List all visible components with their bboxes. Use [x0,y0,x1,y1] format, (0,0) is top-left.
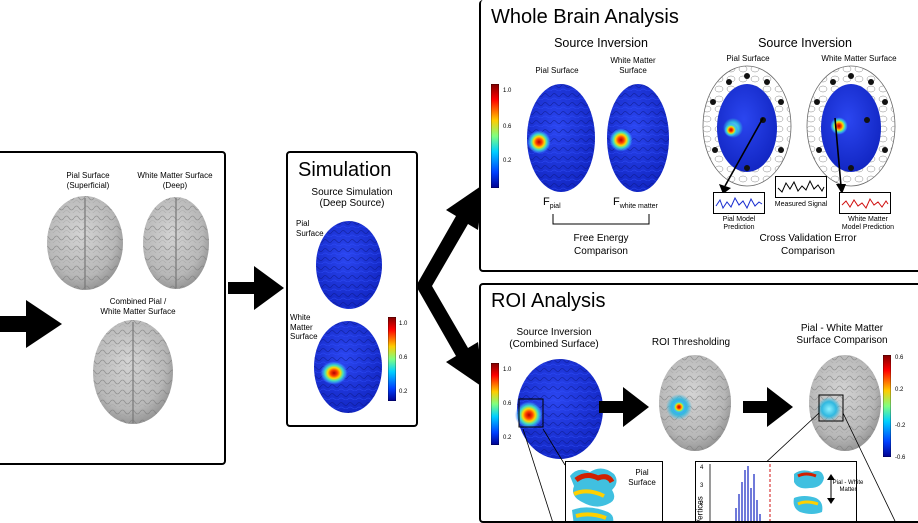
whole-pial-label: Pial Surface [535,66,579,75]
f-pial-sub: pial [549,203,561,210]
free-energy-bracket [552,214,650,225]
whole-colorbar [491,84,499,188]
roi-left-cb-2: 0.6 [503,401,512,407]
roi-comparison-brain [809,355,881,451]
whole-white-label: White Matter Surface [610,56,656,75]
roi-right-cb-1: 0.6 [895,355,904,361]
white-matter-brain [143,197,209,289]
roi-right-cb-4: -0.6 [895,455,906,461]
roi-threshold-brain [659,355,731,451]
roi-inv-heading: Source Inversion (Combined Surface) [509,327,599,350]
cv-error-label: Cross Validation Error Comparison [759,233,857,257]
white-prediction-signal [839,192,891,214]
pial-surface-brain [47,196,123,290]
pial-prediction-signal [713,192,765,214]
whole-white-brain [607,84,669,192]
white-prediction-label: White Matter Model Prediction [841,216,895,231]
prediction-arrows [719,117,846,194]
histogram-box: 4 3 2 Vertices Pial - White Matter [695,461,863,523]
hist-surface [793,470,824,514]
roi-combined-brain [515,359,603,459]
sensor-pial-head [702,65,792,187]
roi-title: ROI Analysis [491,290,606,312]
sim-cb-2: 0.6 [399,355,408,361]
f-white: Fwhite matter [613,196,658,210]
free-energy-label: Free Energy Comparison [573,233,629,257]
sensor-white-label: White Matter Surface [821,54,897,63]
f-pial-symbol: F [543,196,550,208]
hist-bars [709,464,771,521]
arrow-to-comparison [743,387,793,427]
roi-thresh-heading: ROI Thresholding [651,337,731,348]
sim-pial-brain [316,221,382,309]
hist-double-arrow [827,474,835,504]
whole-brain-title: Whole Brain Analysis [491,6,679,28]
measured-signal [775,176,827,198]
zoom-lines-left [522,428,566,521]
f-white-symbol: F [613,196,620,208]
roi-left-colorbar [491,363,499,445]
sim-white-brain [314,321,382,413]
zoom-pial-surface [570,468,617,521]
whole-cb-1: 1.0 [503,88,512,94]
sim-pial-label: Pial Surface [296,219,324,238]
whole-cb-2: 0.6 [503,124,512,130]
roi-right-colorbar [883,355,891,457]
roi-left-cb-1: 1.0 [503,367,512,373]
f-white-sub: white matter [619,203,658,210]
measured-signal-label: Measured Signal [774,201,828,208]
fork-arrows [416,184,484,388]
sim-colorbar [388,317,396,401]
zoom-pial-label: Pial Surface [628,468,656,487]
surfaces-panel: Pial Surface (Superficial) White Matter … [0,151,226,465]
pial-superficial-label: Pial Surface (Superficial) [66,171,110,190]
zoom-box: Pial Surface [565,461,663,521]
simulation-subtitle: Source Simulation (Deep Source) [311,187,393,209]
hist-tick-2: 2 [700,501,704,507]
sim-white-label: White Matter Surface [290,313,318,341]
sim-cb-1: 1.0 [399,321,408,327]
hist-tick-3: 3 [700,483,704,489]
sensor-white-head [806,65,896,187]
whole-brain-panel: Whole Brain Analysis Source Inversion So… [479,0,918,272]
arrow-to-threshold [599,387,649,427]
combined-surface-label: Combined Pial / White Matter Surface [100,297,176,316]
whole-left-heading: Source Inversion [554,36,648,50]
simulation-title: Simulation [298,159,392,181]
roi-comp-heading: Pial - White Matter Surface Comparison [796,323,888,346]
hist-ylabel: Vertices [695,496,705,523]
roi-left-cb-3: 0.2 [503,435,512,441]
sensor-pial-label: Pial Surface [726,54,770,63]
roi-right-cb-2: 0.2 [895,387,904,393]
simulation-panel: Simulation Source Simulation (Deep Sourc… [286,151,418,427]
pial-prediction-label: Pial Model Prediction [722,216,756,231]
white-deep-label: White Matter Surface (Deep) [137,171,213,190]
sim-cb-3: 0.2 [399,389,408,395]
whole-cb-3: 0.2 [503,158,512,164]
roi-right-cb-3: -0.2 [895,423,906,429]
arrow-to-simulation [228,266,284,310]
whole-pial-brain [527,84,595,192]
input-arrow [0,300,62,348]
f-pial: Fpial [543,196,561,210]
hist-tick-4: 4 [700,465,704,471]
roi-panel: ROI Analysis Source Inversion (Combined … [479,283,918,523]
whole-right-heading: Source Inversion [758,36,852,50]
combined-surface-brain [93,320,173,424]
pial-white-label: Pial - White Matter [832,480,864,493]
